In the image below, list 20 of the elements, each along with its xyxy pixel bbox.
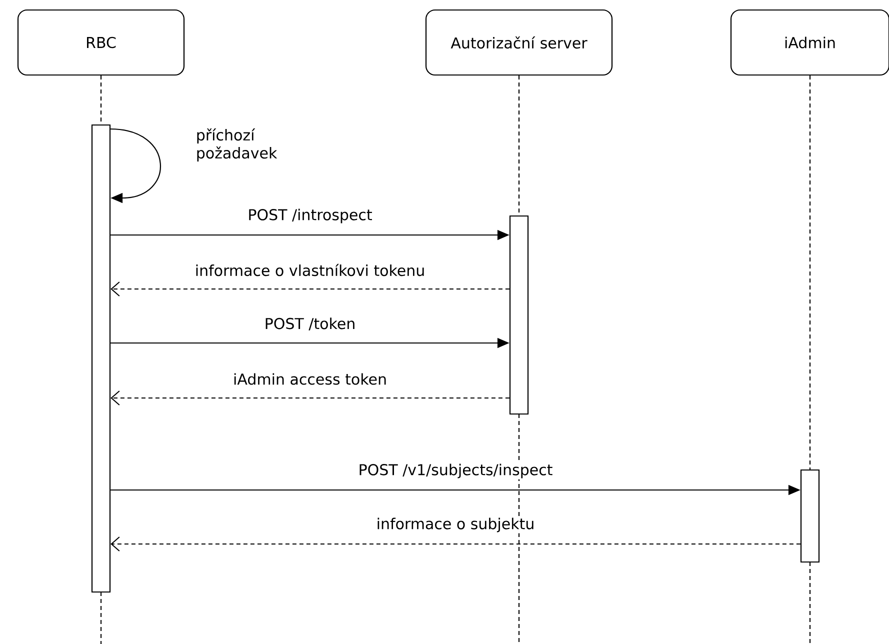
lifeline	[809, 76, 811, 470]
edge-label: informace o vlastníkovi tokenu	[194, 262, 426, 278]
participant-box: RBC	[17, 9, 185, 76]
activation-bar	[91, 124, 111, 593]
edge-label: POST /v1/subjects/inspect	[357, 462, 554, 480]
edge-label: příchozí požadavek	[197, 128, 278, 162]
message-arrow	[110, 282, 510, 296]
message-arrow	[110, 536, 800, 552]
activation-bar	[800, 469, 820, 563]
message-arrow	[110, 390, 510, 406]
lifeline	[518, 76, 520, 216]
participant-box: iAdmin	[730, 9, 889, 76]
edge-label: POST /token	[263, 316, 357, 332]
activation-bar	[509, 215, 529, 415]
message-arrow	[110, 128, 161, 204]
participant-box: Autorizační server	[425, 9, 613, 76]
edge-label: POST /introspect	[246, 208, 374, 224]
edge-label: iAdmin access token	[232, 372, 388, 386]
lifeline	[100, 76, 102, 124]
edge-label: informace o subjektu	[375, 516, 536, 534]
